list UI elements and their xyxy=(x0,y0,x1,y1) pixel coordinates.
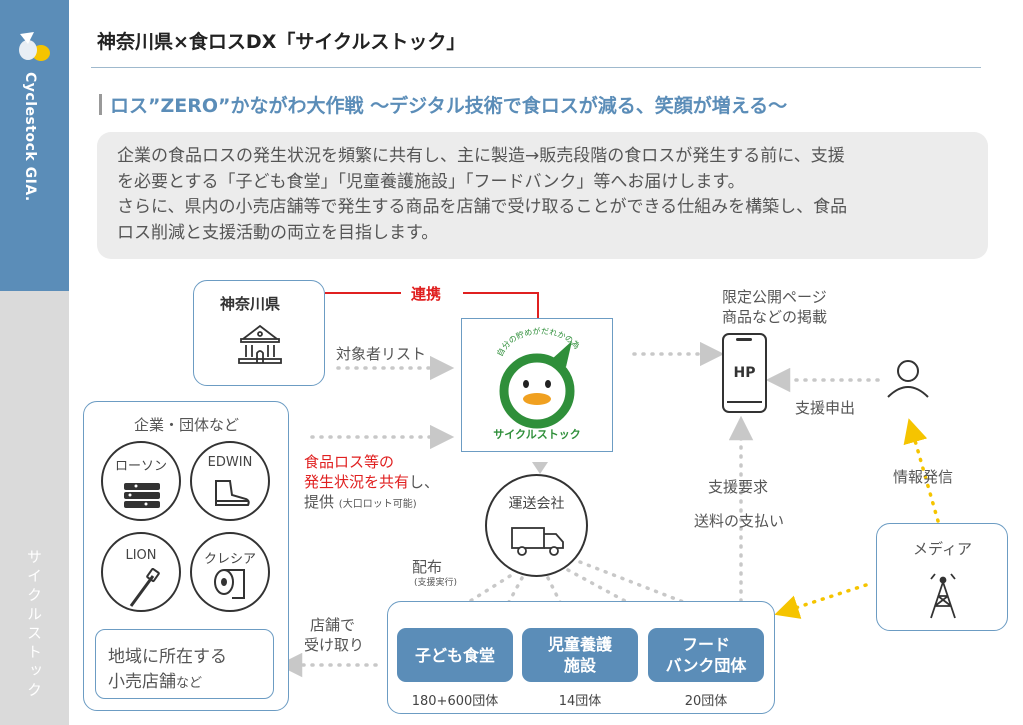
delivery-note: (支援実行) xyxy=(414,578,458,588)
company-name: クレシア xyxy=(203,552,256,567)
recipient-food-bank: フード バンク団体 xyxy=(648,628,764,682)
subtitle-bar xyxy=(99,94,102,115)
shipping-label: 送料の支払い xyxy=(694,512,785,530)
lead-line: 企業の食品ロスの発生状況を頻繁に共有し、主に製造→販売段階の食ロスが発生する前に… xyxy=(117,146,845,166)
local-stores-box: 地域に所在する 小売店舗など xyxy=(95,629,274,699)
share-rest: し、 xyxy=(409,473,440,491)
recipient-count: 180+600団体 xyxy=(411,694,499,709)
delivery-fan xyxy=(496,576,524,624)
companies-title: 企業・団体など xyxy=(134,416,240,434)
lead-line: さらに、県内の小売店舗等で発生する商品を店舗で受け取ることができる仕組みを構築し… xyxy=(117,197,848,217)
share-line2: 発生状況を共有し、 xyxy=(304,471,439,492)
company-lawson: ローソン xyxy=(101,441,181,521)
share-note: (大口ロット可能) xyxy=(338,499,417,510)
recipient-name-line2: 施設 xyxy=(563,656,596,675)
company-name: LION xyxy=(125,548,157,563)
phone-bottom-bar xyxy=(727,401,762,403)
brand-logo-icon xyxy=(19,32,50,61)
info-label: 情報発信 xyxy=(893,468,954,486)
arrow-logo-transport xyxy=(532,462,548,474)
page-subtitle: ロス”ZERO”かながわ大作戦 〜デジタル技術で食ロスが減る、笑顔が増える〜 xyxy=(99,91,787,118)
recipient-count: 14団体 xyxy=(558,694,602,709)
recipient-kodomo-shokudo: 子ども食堂 xyxy=(397,628,513,682)
local-stores-small: など xyxy=(176,676,203,691)
companies-box: 企業・団体など ローソン EDWIN LION クレシア 地域に所在 xyxy=(83,401,289,711)
support-offer-label: 支援申出 xyxy=(795,399,856,417)
sidebar-brand-band: Cyclestock GIA. xyxy=(0,0,69,291)
company-crecia: クレシア xyxy=(190,532,270,612)
store-pickup-line2: 受け取り xyxy=(304,636,365,654)
company-name: ローソン xyxy=(114,459,167,474)
boot-icon xyxy=(215,480,250,506)
food-stack-icon xyxy=(124,483,160,508)
share-red: 発生状況を共有 xyxy=(304,473,410,491)
local-stores-line1: 地域に所在する xyxy=(108,647,227,667)
renkei-label: 連携 xyxy=(411,285,442,303)
recipient-name-line2: バンク団体 xyxy=(665,656,747,675)
delivery-label: 配布 xyxy=(412,558,443,576)
truck-icon xyxy=(511,527,564,556)
cyclestock-logo-box: 自分の貯めがだれかの為に サイクルストック xyxy=(458,312,613,452)
company-name: EDWIN xyxy=(207,455,253,470)
kanagawa-box: 神奈川県 xyxy=(193,280,325,386)
toothbrush-icon xyxy=(129,568,160,607)
recipient-count: 20団体 xyxy=(684,694,728,709)
government-building-icon xyxy=(238,324,282,364)
title-divider xyxy=(91,67,981,68)
local-stores-line2: 小売店舗など xyxy=(108,667,202,692)
sidebar-section-band: サイクルストック xyxy=(0,291,69,725)
transport-label: 運送会社 xyxy=(508,496,565,512)
arrow-media xyxy=(774,583,868,619)
delivery-fan xyxy=(566,568,662,622)
cyclestock-logo-icon: 自分の貯めがだれかの為に サイクルストック xyxy=(458,312,582,441)
broadcast-tower-icon xyxy=(930,573,956,619)
store-pickup-line1: 店舗で xyxy=(310,616,356,634)
support-demand-label: 支援要求 xyxy=(708,478,769,496)
transport-circle: 運送会社 xyxy=(485,474,588,577)
media-box: メディア xyxy=(876,523,1008,631)
hp-label-line1: 限定公開ページ xyxy=(722,288,827,306)
share-line3: 提供 (大口ロット可能) xyxy=(304,491,417,512)
smartphone-hp-icon: HP xyxy=(722,333,767,413)
company-lion: LION xyxy=(101,532,181,612)
lead-paragraph: 企業の食品ロスの発生状況を頻繁に共有し、主に製造→販売段階の食ロスが発生する前に… xyxy=(97,132,988,259)
company-edwin: EDWIN xyxy=(190,441,270,521)
share-provide: 提供 xyxy=(304,493,335,511)
recipient-name-line1: 児童養護 xyxy=(547,635,612,654)
recipient-name: 子ども食堂 xyxy=(414,645,495,665)
hp-icon-text: HP xyxy=(733,365,756,381)
target-list-label: 対象者リスト xyxy=(336,345,427,363)
local-stores-main: 小売店舗 xyxy=(108,672,176,692)
recipient-name-line1: フード xyxy=(681,635,730,654)
lead-line: ロス削減と支援活動の両立を目指します。 xyxy=(117,222,439,243)
person-icon xyxy=(887,360,929,398)
media-label: メディア xyxy=(913,540,972,558)
subtitle-text: ロス”ZERO”かながわ大作戦 〜デジタル技術で食ロスが減る、笑顔が増える〜 xyxy=(110,95,788,117)
kanagawa-label: 神奈川県 xyxy=(220,295,281,313)
lead-line: を必要とする「子ども食堂」「児童養護施設」「フードバンク」等へお届けします。 xyxy=(117,171,745,192)
toilet-paper-icon xyxy=(214,569,245,599)
delivery-fan xyxy=(546,576,572,624)
section-vertical-text: サイクルストック xyxy=(25,549,43,701)
renkei-line xyxy=(325,292,539,318)
recipient-jido-yogo: 児童養護 施設 xyxy=(522,628,638,682)
logo-bottom-text: サイクルストック xyxy=(493,428,580,441)
page-title: 神奈川県×食ロスDX「サイクルストック」 xyxy=(97,31,466,53)
share-line1: 食品ロス等の xyxy=(304,453,395,471)
hp-label-line2: 商品などの掲載 xyxy=(722,308,828,326)
phone-speaker xyxy=(736,338,752,341)
brand-vertical-text: Cyclestock GIA. xyxy=(22,72,38,202)
arrow-info xyxy=(903,418,940,523)
